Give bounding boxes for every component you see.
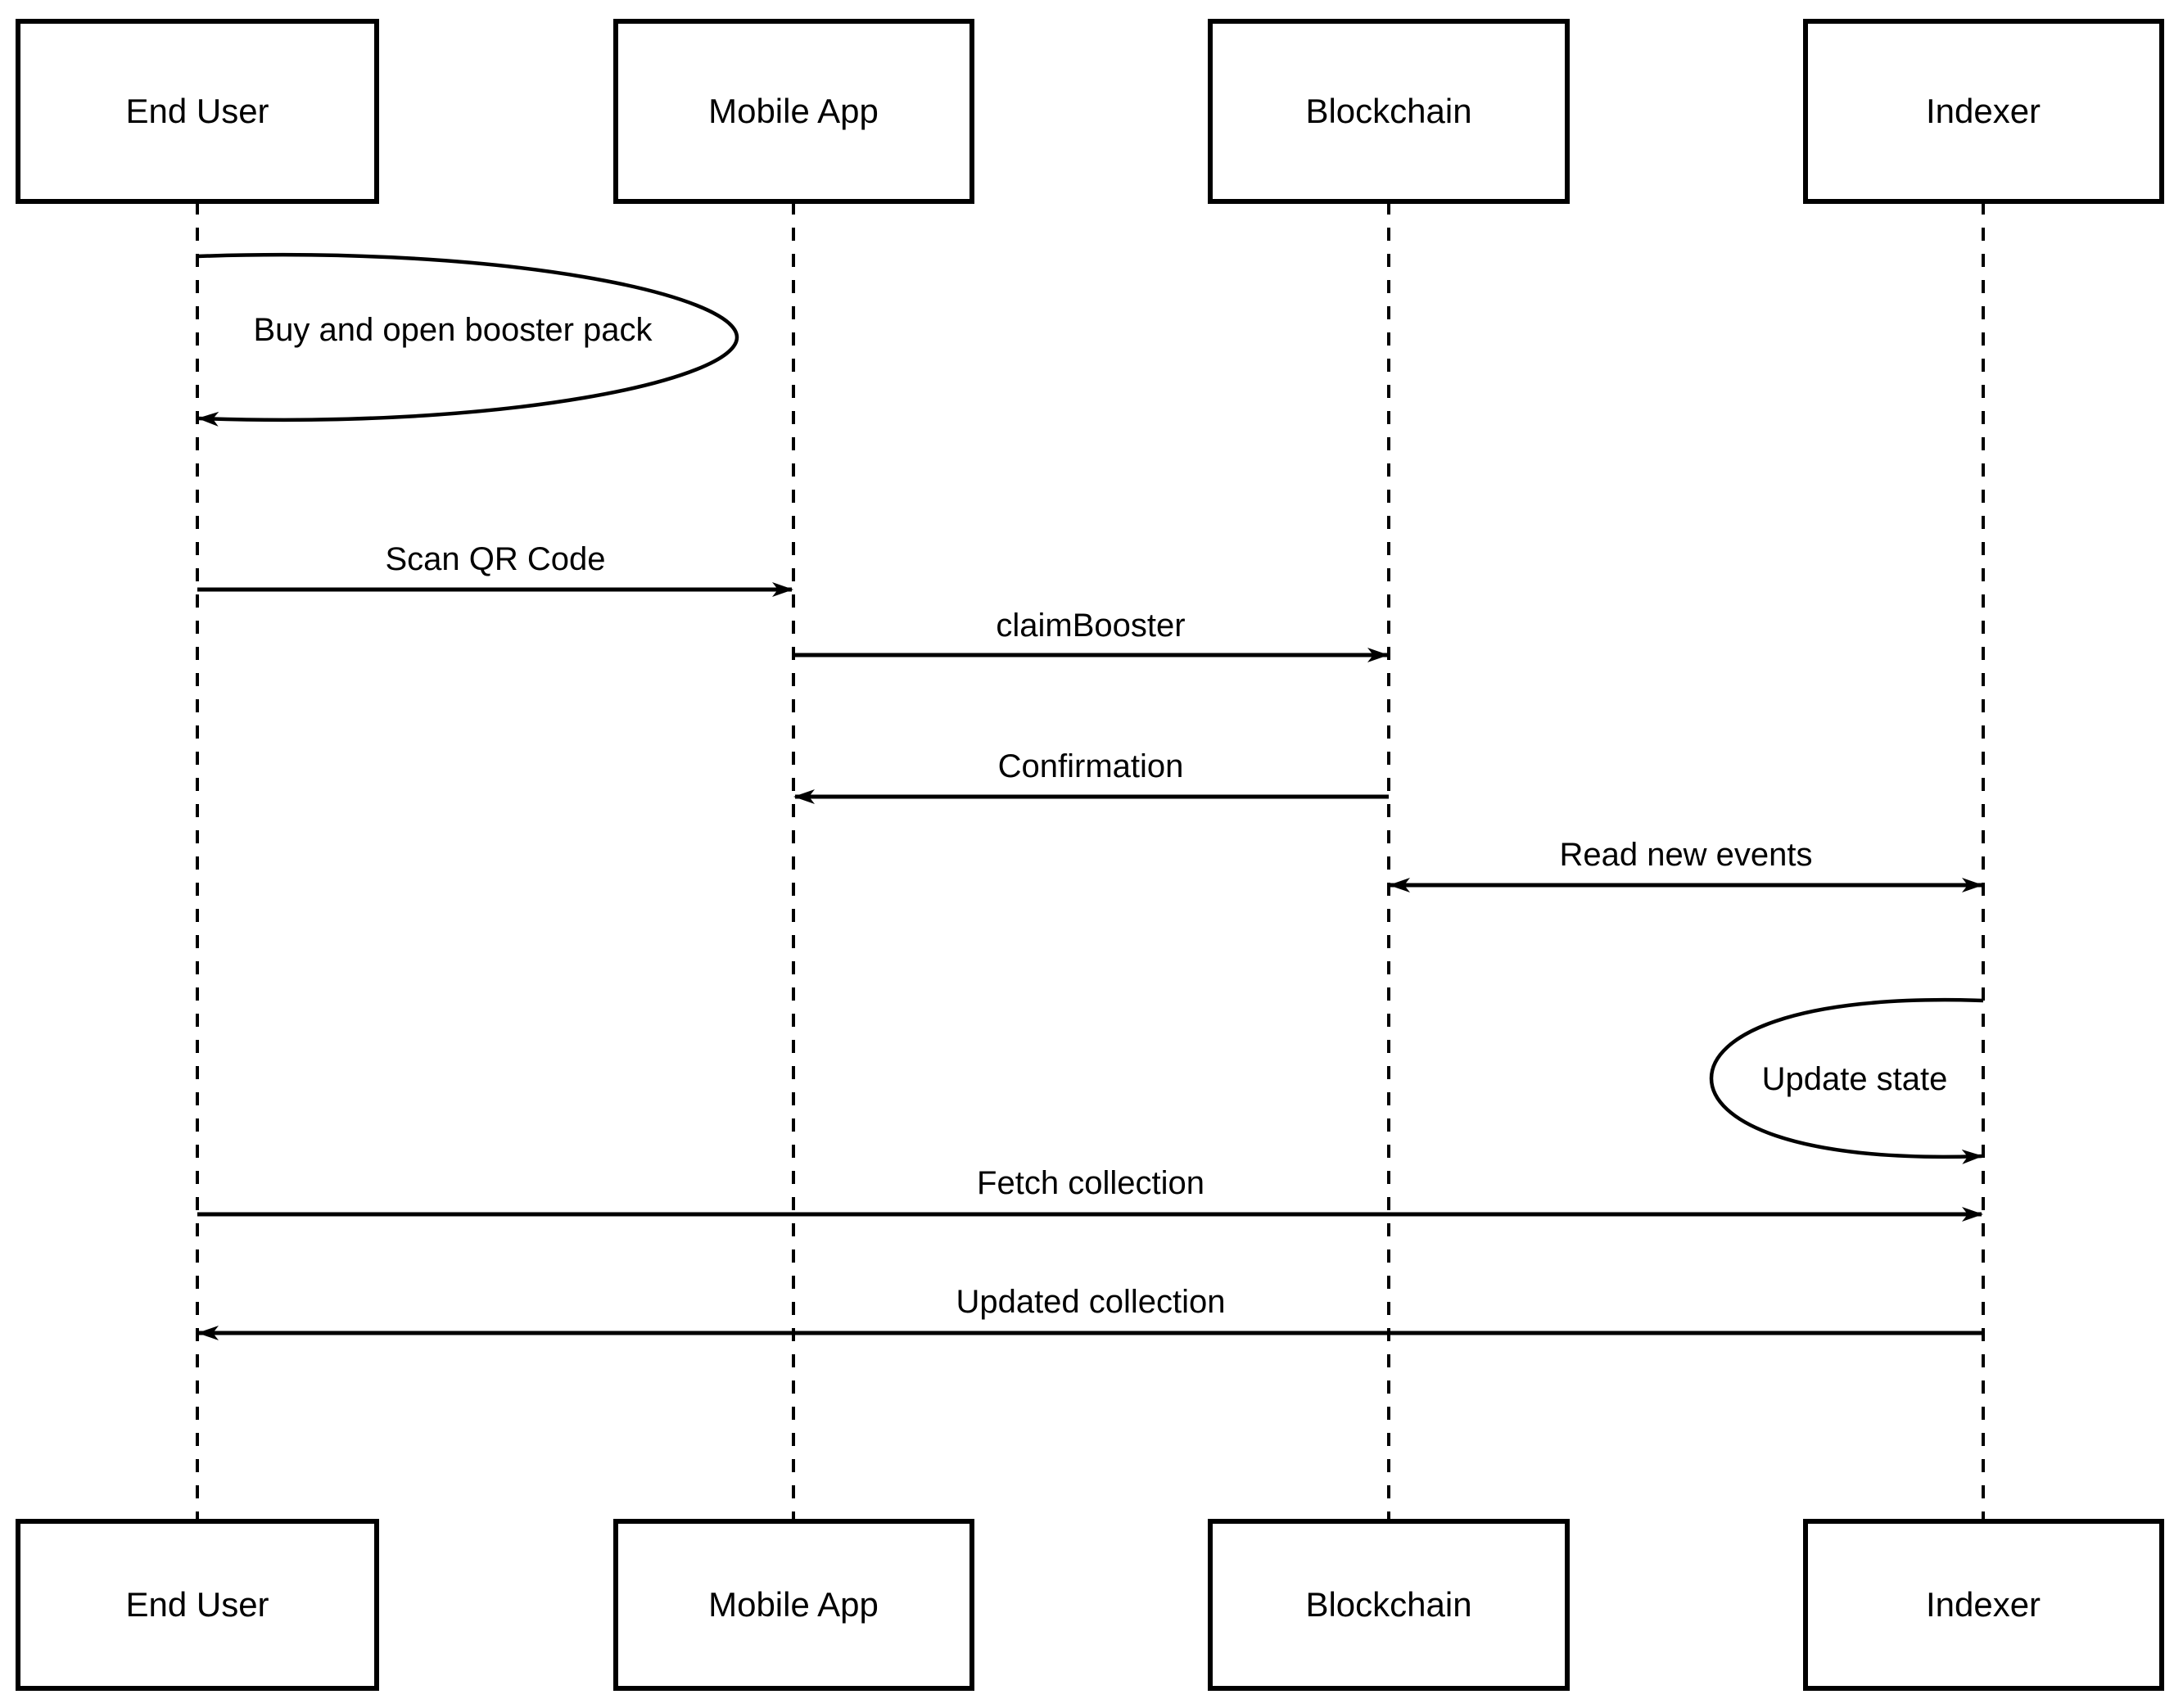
message-label-fetch-collection: Fetch collection <box>977 1165 1204 1201</box>
participant-box-top-end-user <box>16 19 379 204</box>
participant-box-bottom-end-user <box>16 1519 379 1691</box>
participant-label-top-blockchain: Blockchain <box>1305 92 1472 130</box>
participant-label-top-indexer: Indexer <box>1925 92 2041 130</box>
participant-label-bottom-indexer: Indexer <box>1925 1585 2041 1624</box>
participant-boxes-bottom <box>16 1519 2164 1691</box>
message-label-read-new-events: Read new events <box>1559 837 1813 873</box>
participant-box-bottom-mobile-app <box>613 1519 974 1691</box>
participant-box-bottom-blockchain <box>1208 1519 1570 1691</box>
message-label-updated-collection: Updated collection <box>956 1284 1226 1320</box>
participant-box-top-mobile-app <box>613 19 974 204</box>
message-arrow-buy-and-open-booster-pack <box>197 253 739 427</box>
message-arrow-update-state <box>1709 997 1984 1164</box>
participant-label-bottom-blockchain: Blockchain <box>1305 1585 1472 1624</box>
messages <box>197 253 1984 1340</box>
participant-boxes-top <box>16 19 2164 204</box>
participant-label-top-mobile-app: Mobile App <box>708 92 879 130</box>
message-label-confirmation: Confirmation <box>997 748 1184 784</box>
message-label-update-state: Update state <box>1761 1061 1948 1097</box>
participant-label-bottom-end-user: End User <box>125 1585 269 1624</box>
message-label-claimbooster: claimBooster <box>996 608 1186 644</box>
message-label-scan-qr-code: Scan QR Code <box>385 541 606 577</box>
message-label-buy-and-open-booster-pack: Buy and open booster pack <box>253 312 653 348</box>
participant-label-top-end-user: End User <box>125 92 269 130</box>
lifelines <box>196 201 1985 1521</box>
participant-box-top-indexer <box>1803 19 2164 204</box>
participant-box-top-blockchain <box>1208 19 1570 204</box>
participant-label-bottom-mobile-app: Mobile App <box>708 1585 879 1624</box>
participant-box-bottom-indexer <box>1803 1519 2164 1691</box>
